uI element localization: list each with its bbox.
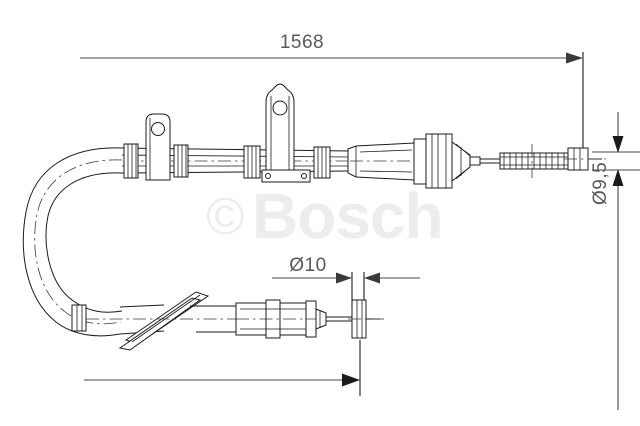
lower-cable-assembly [71, 291, 384, 351]
cylindrical-sleeve [235, 299, 317, 339]
cone-neck [469, 156, 481, 166]
lower-ferrule-collar [71, 304, 87, 332]
dimension-label-outer-diameter: Ø9,5 [590, 162, 611, 205]
ferrule-b-body [173, 144, 189, 178]
ferrule-collar-c [243, 145, 261, 179]
dimension-inner-diameter: Ø10 [272, 255, 420, 306]
nut-main-block [425, 133, 453, 189]
dimension-overall-length: 1568 [80, 32, 583, 64]
wedge-blade-lower [118, 297, 202, 351]
cone-facet-2 [455, 166, 471, 180]
bracket-large-body [265, 83, 295, 183]
wedge-fold-line [131, 294, 201, 343]
dimension-outer-diameter: Ø9,5 [590, 112, 640, 410]
lower-end-block [348, 299, 384, 339]
ferrule-collar-a [123, 143, 139, 179]
mounting-bracket-small [145, 113, 171, 181]
cone-facet-1 [455, 143, 471, 157]
dimension-lower-length [84, 340, 361, 396]
dimension-arrow-diameter-up [612, 169, 624, 186]
taper-inner-bottom [359, 170, 413, 173]
dimension-arrow-inner-left [364, 272, 380, 284]
flat-wedge-anchor [118, 291, 210, 351]
tapered-adjuster-body [347, 142, 415, 181]
cable-centerline-curve [34, 159, 123, 325]
watermark-brand: Bosch [252, 180, 443, 252]
lower-cone-body [315, 308, 327, 330]
dimension-arrow-diameter-down [612, 136, 624, 153]
bracket-large-hole [272, 100, 288, 116]
dimension-arrow-lower-right [342, 373, 360, 387]
ferrule-a-body [123, 143, 139, 179]
taper-inner-top [359, 149, 413, 153]
watermark-copyright-symbol: © [206, 188, 244, 246]
cable-sheath-inner-upper [45, 172, 123, 313]
upper-cable-assembly [22, 83, 606, 337]
ferrule-collar-b [173, 144, 189, 178]
dimension-arrow-inner-right [336, 272, 352, 284]
bracket-foot-hole-right [301, 173, 307, 179]
bracket-large-foot [261, 169, 311, 183]
taper-body-outline [347, 142, 415, 181]
lower-sheath-top-stub [119, 304, 165, 308]
watermark-group: © Bosch [206, 180, 444, 252]
lower-ferrule-body [71, 304, 87, 332]
dimension-label-overall-length: 1568 [280, 32, 324, 53]
inner-wire-upper [480, 158, 500, 164]
thread-hatch-group [503, 153, 565, 169]
dimension-arrow-right-overall [566, 52, 583, 64]
bracket-small-hole [151, 122, 165, 136]
dimension-label-inner-diameter: Ø10 [289, 255, 326, 276]
ferrule-collar-d [313, 146, 331, 179]
adjuster-nut [413, 133, 453, 189]
mounting-bracket-large [261, 83, 311, 183]
threaded-rod [499, 144, 569, 178]
lower-cone-transition [315, 308, 352, 330]
bracket-foot-hole-left [265, 173, 271, 179]
conical-end-fitting [451, 141, 481, 183]
end-terminal-clevis [564, 147, 606, 171]
cable-sheath-outer-upper [22, 147, 123, 337]
nut-collar-left [413, 138, 427, 185]
